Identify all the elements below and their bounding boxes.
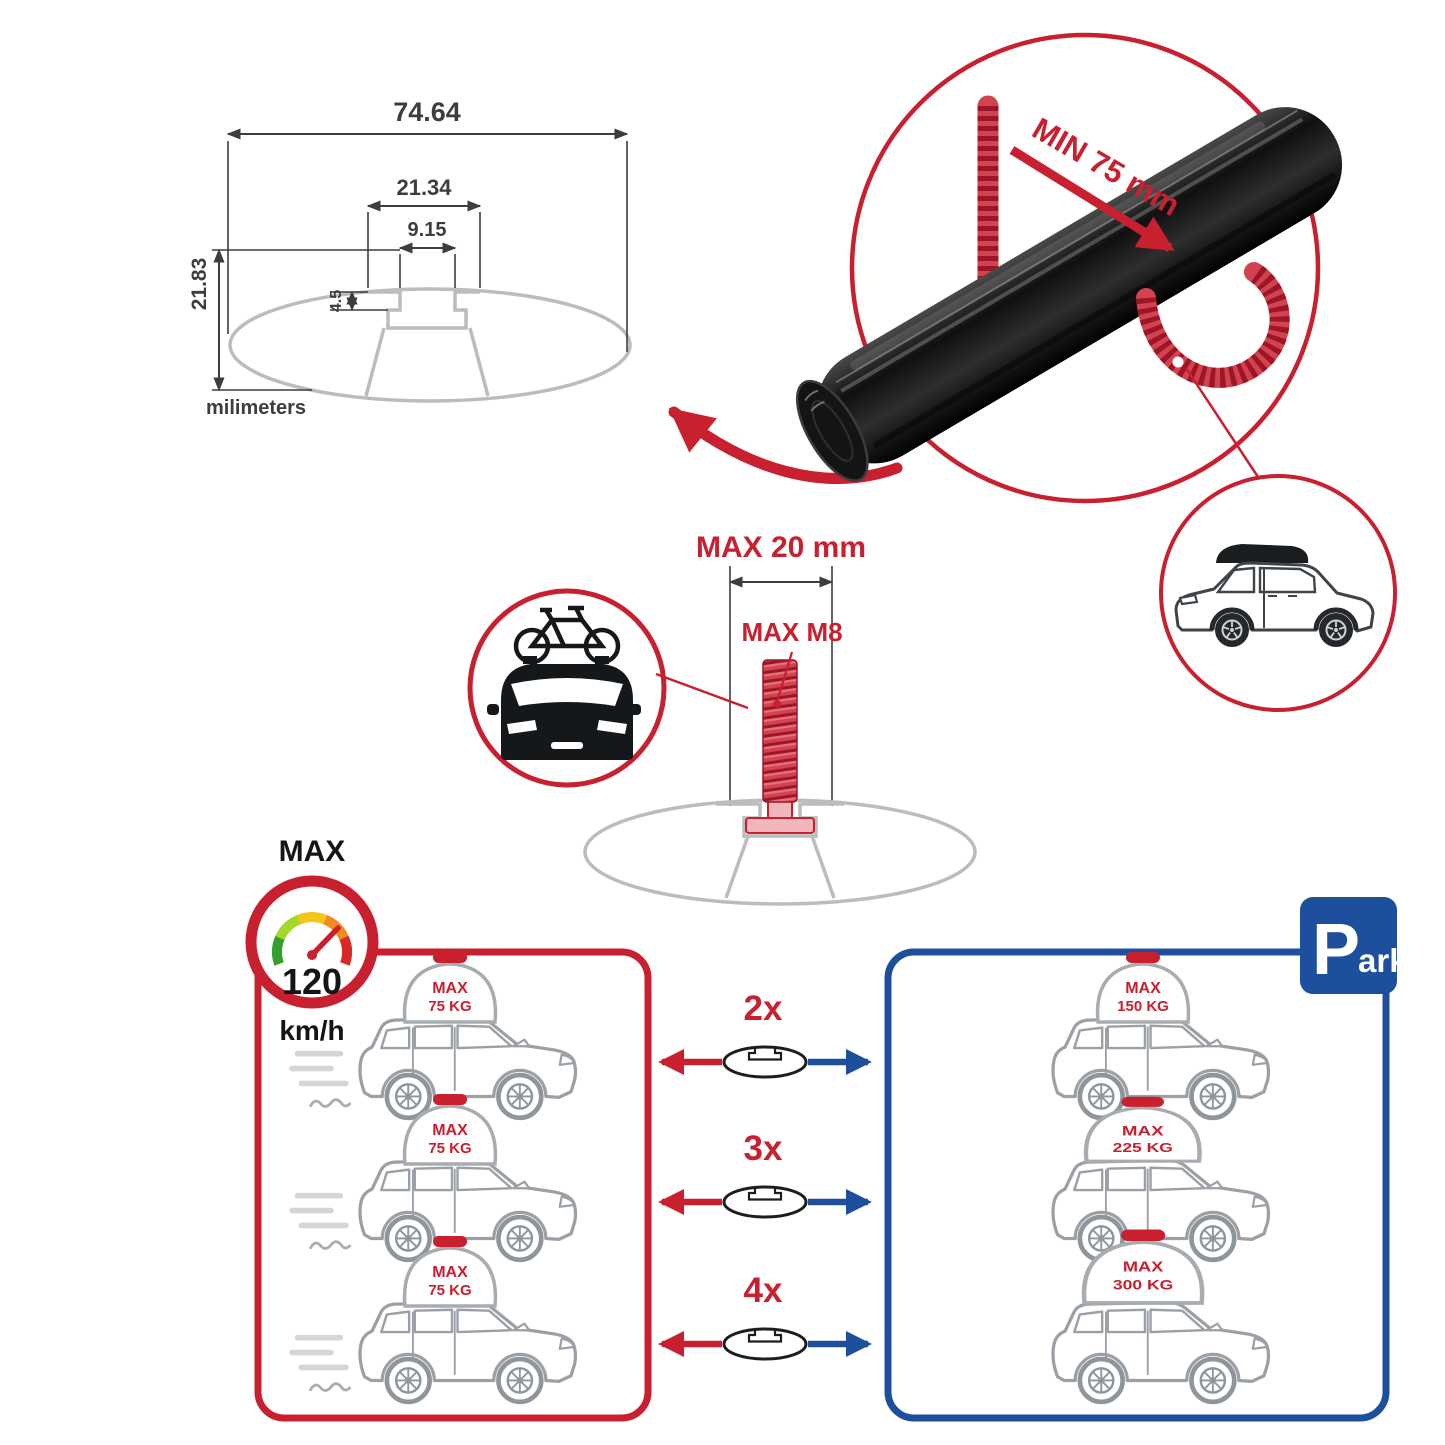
- load-weight-label: 150 KG: [1117, 998, 1169, 1015]
- suv-roofbox-circle: [1159, 474, 1397, 712]
- load-max-label: MAX: [432, 1264, 468, 1281]
- load-max-label: MAX: [1122, 1124, 1164, 1139]
- multiplier-label: 3x: [744, 1129, 783, 1168]
- t-slot-profile: [368, 290, 480, 330]
- dim-slot-width: 9.15: [408, 219, 447, 241]
- suv-icon: [1174, 544, 1375, 647]
- load-max-label: MAX: [432, 980, 468, 997]
- bolt-dimension-diagram: MAX 20 mm MAX M8: [583, 531, 977, 906]
- load-max-label: MAX: [1123, 1258, 1163, 1275]
- dim-total-width: 74.64: [393, 97, 461, 127]
- speedometer-needle: [309, 925, 341, 958]
- leader-dot: [773, 700, 781, 708]
- speed-max-label: MAX: [279, 835, 346, 868]
- speedometer-icon: [245, 875, 379, 1009]
- leader-line: [775, 651, 794, 703]
- multiplier-label: 2x: [744, 989, 783, 1028]
- wheel-icon: [1319, 613, 1353, 647]
- crossbar-profile-icon: [722, 1185, 808, 1219]
- leader-line: [655, 672, 749, 710]
- park-sign-letter: P: [1312, 910, 1360, 990]
- compat-row-3: 4x: [658, 1271, 872, 1361]
- parked-row-3: MAX 300 KG: [1053, 1230, 1268, 1402]
- park-sign-text: ark: [1358, 942, 1408, 979]
- u-bolt-clamp: [1136, 262, 1290, 388]
- parked-row-2: MAX 225 KG: [1053, 1097, 1268, 1260]
- units-label: milimeters: [206, 397, 306, 419]
- windshield: [511, 678, 623, 706]
- driving-row-2: MAX 75 KG: [292, 1092, 575, 1260]
- park-sign: P ark: [1300, 897, 1408, 994]
- roof-load-badge: MAX 75 KG: [402, 1234, 498, 1308]
- driving-row-3: MAX 75 KG: [292, 1234, 575, 1402]
- roof-load-badge: MAX 150 KG: [1095, 950, 1191, 1024]
- multiplier-label: 4x: [744, 1271, 783, 1310]
- driving-row-1: MAX 75 KG: [292, 950, 575, 1118]
- load-weight-label: 300 KG: [1113, 1278, 1173, 1293]
- speed-value: 120: [282, 961, 342, 1002]
- dim-total-height: 21.83: [188, 258, 211, 311]
- crossbar-profile-icon: [722, 1045, 808, 1079]
- leader-line-to-suv: [1184, 367, 1262, 481]
- profile-web-lines: [364, 327, 490, 397]
- dim-channel-width: 21.34: [396, 175, 452, 200]
- clamp-dot: [1172, 356, 1184, 368]
- wheel-icon: [1215, 613, 1249, 647]
- bolt-t-head: [745, 817, 815, 834]
- roofbox-icon: [1216, 544, 1309, 563]
- parked-row-1: MAX 150 KG: [1053, 950, 1268, 1118]
- load-weight-label: 75 KG: [428, 1140, 471, 1157]
- load-weight-label: 225 KG: [1113, 1141, 1173, 1155]
- profile-web-lines-2: [724, 835, 836, 899]
- roof-load-badge: MAX 75 KG: [402, 1092, 498, 1166]
- speed-unit: km/h: [279, 1015, 344, 1046]
- roof-load-badge: MAX 75 KG: [402, 950, 498, 1024]
- crossbar-profile-icon: [722, 1327, 808, 1361]
- min-span-arrow: [1009, 146, 1175, 252]
- crossbar-render: [795, 107, 1343, 482]
- load-max-label: MAX: [1125, 980, 1161, 997]
- profile-dimension-drawing: 74.64 21.34 9.15 4.5 21.83 milimeters: [188, 97, 632, 419]
- mounting-bolt-icon: [745, 659, 815, 834]
- grille: [551, 742, 583, 749]
- roof-load-badge: MAX 300 KG: [1084, 1230, 1202, 1304]
- load-max-label: MAX: [432, 1122, 468, 1139]
- load-weight-label: 75 KG: [428, 998, 471, 1015]
- pointer-arrow: [668, 406, 903, 484]
- dim-lip-depth: 4.5: [328, 290, 345, 312]
- load-weight-label: 75 KG: [428, 1282, 471, 1299]
- needle-hub: [307, 950, 317, 960]
- bolt-threaded-shaft: [762, 659, 798, 803]
- max-length-label: MAX 20 mm: [696, 531, 866, 564]
- car-front-icon: [487, 656, 641, 760]
- crossbar-detail-circle: MIN 75 mm: [795, 32, 1343, 504]
- max-thread-label: MAX M8: [741, 617, 842, 647]
- compat-row-1: 2x: [658, 989, 872, 1079]
- speed-limit-gauge: MAX 120 km/h: [245, 835, 379, 1046]
- t-slot-profile-2: [716, 802, 844, 838]
- bike-car-circle: [467, 588, 749, 788]
- headlight-left: [507, 720, 537, 734]
- crossbar-cross-section: [228, 287, 632, 403]
- headlight-right: [597, 720, 627, 734]
- roof-load-badge: MAX 225 KG: [1086, 1097, 1200, 1161]
- compat-row-2: 3x: [658, 1129, 872, 1219]
